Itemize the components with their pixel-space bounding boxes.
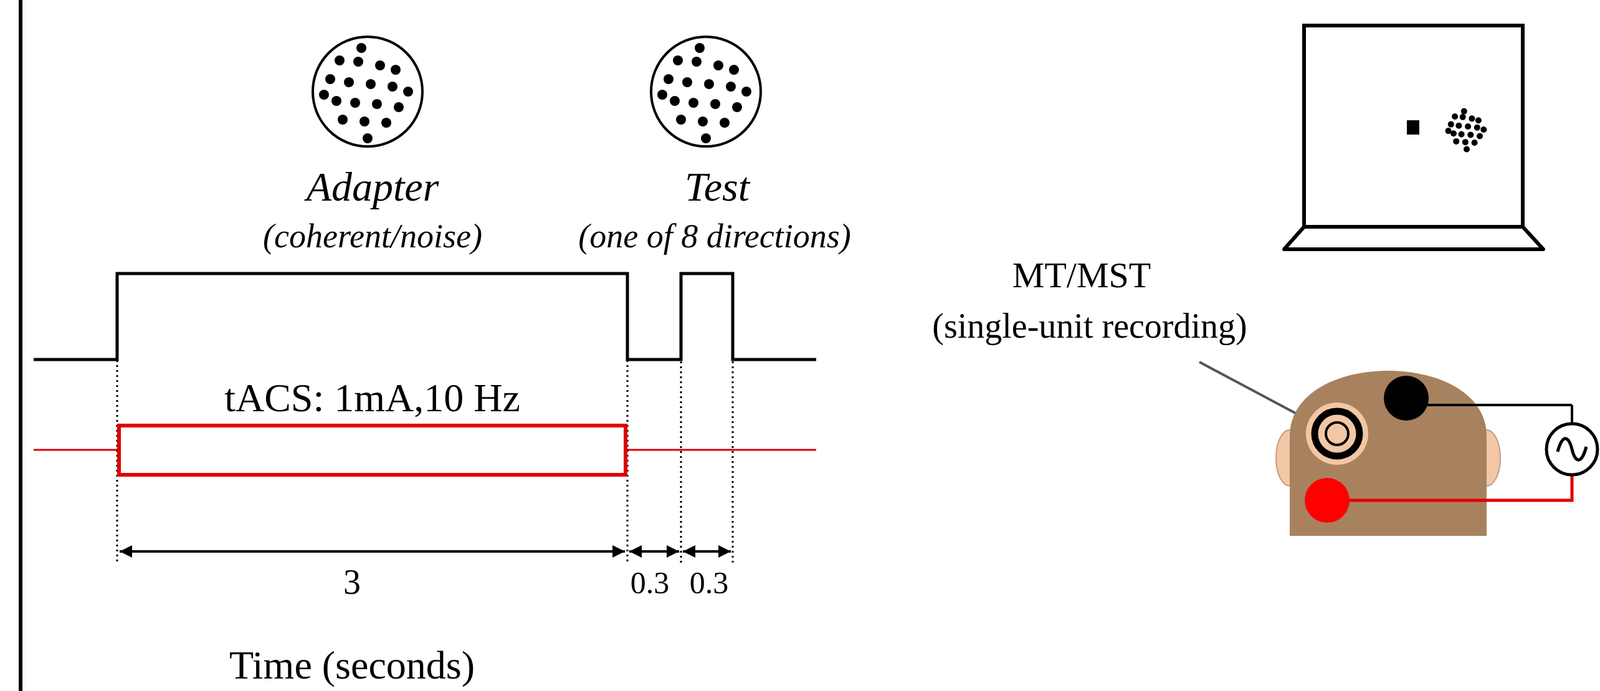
dot xyxy=(331,95,342,106)
duration-label: 0.3 xyxy=(630,565,670,600)
dot xyxy=(387,81,398,92)
dot xyxy=(1455,122,1462,129)
wire xyxy=(1327,474,1572,501)
dot xyxy=(1464,123,1472,130)
axis-title: Time (seconds) xyxy=(229,643,475,688)
dot xyxy=(350,97,361,108)
dot xyxy=(362,133,373,144)
dot xyxy=(697,116,708,127)
test-stimulus xyxy=(651,36,761,147)
dot xyxy=(688,97,699,108)
dot xyxy=(657,89,668,100)
dot-field xyxy=(657,42,752,144)
phase-note: (coherent/noise) xyxy=(262,218,483,255)
frame-bar xyxy=(18,0,23,691)
fixation-point xyxy=(1406,120,1420,135)
dot xyxy=(1474,124,1481,131)
dot xyxy=(1471,139,1478,146)
duration-arrow xyxy=(119,550,731,553)
dot xyxy=(700,133,711,144)
adapter-stimulus xyxy=(312,36,423,147)
dot xyxy=(1475,117,1482,124)
monkey-head xyxy=(1276,370,1501,536)
phase-label: Adapter xyxy=(306,164,440,210)
dot xyxy=(1476,133,1483,140)
dot xyxy=(365,79,376,90)
tacs-box: tACS: 1mA,10 Hz xyxy=(117,423,628,477)
dot-field xyxy=(319,42,414,144)
dot xyxy=(353,56,364,67)
dot xyxy=(732,102,743,113)
dot xyxy=(1458,131,1465,138)
tacs-trace xyxy=(627,449,817,452)
dot xyxy=(669,95,680,106)
phase-label: Test xyxy=(684,164,750,210)
electrode xyxy=(1383,375,1429,421)
stimulus-trace xyxy=(33,273,817,360)
dot xyxy=(381,117,392,128)
dot xyxy=(1461,108,1468,115)
dot xyxy=(1445,127,1452,134)
dot xyxy=(1451,113,1458,120)
area-note: (single-unit recording) xyxy=(932,307,1247,346)
monitor-screen xyxy=(1304,25,1523,227)
dot xyxy=(741,86,752,97)
electrode xyxy=(1304,477,1350,523)
dot xyxy=(1467,131,1474,138)
dot xyxy=(356,42,367,53)
dot xyxy=(1447,121,1455,128)
wire xyxy=(1406,403,1572,407)
duration-label: 0.3 xyxy=(689,565,729,600)
dot xyxy=(691,56,702,67)
dot xyxy=(713,60,724,71)
dot xyxy=(710,99,721,110)
dot xyxy=(728,64,739,75)
dot xyxy=(334,55,345,66)
phase-note: (one of 8 directions) xyxy=(578,218,851,255)
dot xyxy=(337,114,348,125)
dot xyxy=(1462,138,1469,146)
recording-chamber xyxy=(1305,402,1369,465)
dot xyxy=(719,117,730,128)
dot xyxy=(1459,114,1467,121)
dot xyxy=(682,77,693,88)
dot xyxy=(704,79,715,90)
wire xyxy=(1570,404,1574,424)
dot xyxy=(390,64,401,75)
dot xyxy=(325,74,336,85)
tacs-trace xyxy=(33,449,118,452)
dot xyxy=(371,99,382,110)
dot xyxy=(1452,138,1460,145)
dot-patch xyxy=(1445,108,1488,153)
duration-label: 3 xyxy=(343,563,361,602)
dot xyxy=(343,77,354,88)
time-marker xyxy=(117,275,733,564)
dot xyxy=(663,74,674,85)
stimulation-label: tACS: 1mA,10 Hz xyxy=(224,376,521,420)
dot xyxy=(694,42,705,53)
area-label: MT/MST xyxy=(1012,255,1151,296)
dot xyxy=(672,55,683,66)
dot xyxy=(319,89,329,100)
dot xyxy=(1463,146,1470,153)
dot xyxy=(403,86,414,97)
ac-source-symbol xyxy=(1546,423,1598,475)
dot xyxy=(375,60,386,71)
monitor-base xyxy=(1284,226,1544,250)
dot xyxy=(725,81,736,92)
dot xyxy=(1468,115,1475,122)
dot xyxy=(393,102,404,113)
dot xyxy=(1480,126,1487,133)
dot xyxy=(359,116,370,127)
dot xyxy=(676,114,686,125)
